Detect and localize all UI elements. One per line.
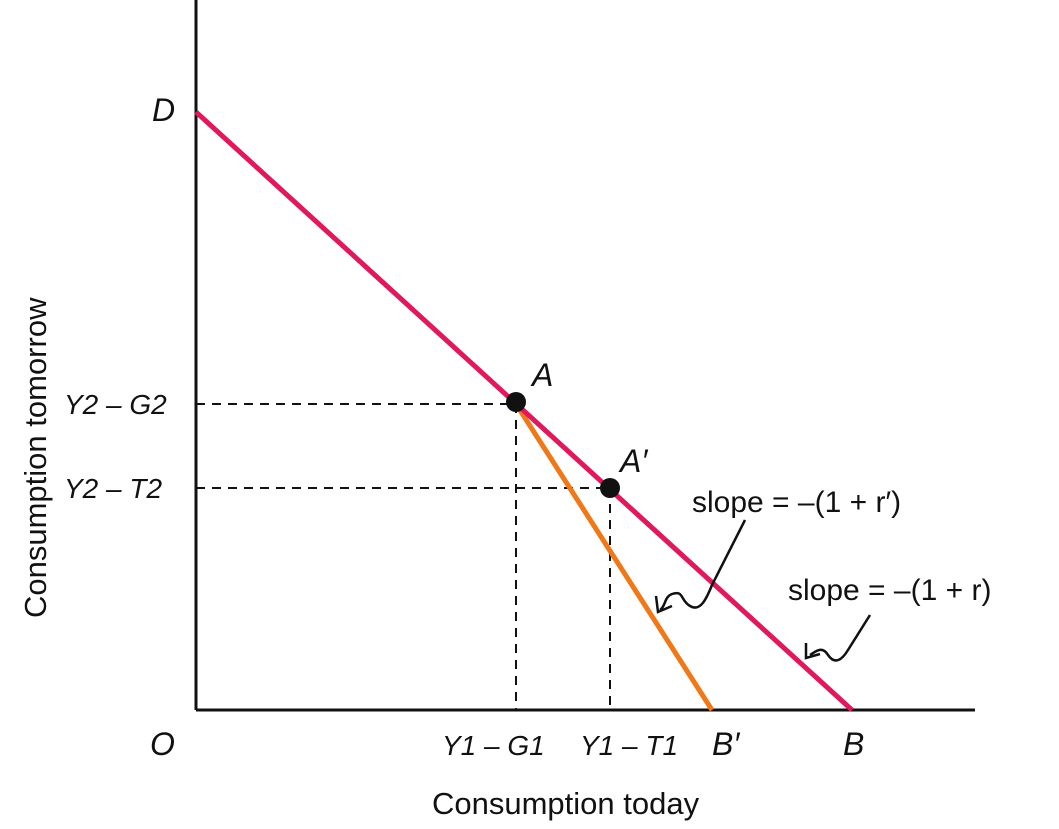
annotation-slope-r-prime: slope = –(1 + r′) [692, 486, 901, 519]
label-b: B [843, 726, 864, 762]
slope-r-prime-arrowhead [654, 595, 673, 614]
tick-y2-t2: Y2 – T2 [64, 473, 162, 504]
tick-y1-g1: Y1 – G1 [442, 730, 545, 761]
label-a-prime: A′ [618, 443, 648, 479]
budget-line-r-prime [513, 402, 715, 712]
slope-r-pointer [809, 614, 872, 662]
point-a-prime [600, 478, 620, 498]
label-d: D [152, 92, 175, 128]
slope-r-prime-pointer [659, 519, 747, 612]
budget-line-r [194, 110, 854, 712]
point-a [506, 392, 526, 412]
annotation-slope-r: slope = –(1 + r) [788, 574, 991, 607]
x-axis-title: Consumption today [432, 786, 700, 821]
tick-y2-g2: Y2 – G2 [64, 389, 167, 420]
label-origin: O [150, 726, 175, 762]
slope-r-arrowhead [804, 643, 821, 660]
tick-y1-t1: Y1 – T1 [580, 730, 678, 761]
label-b-prime: B′ [712, 726, 740, 762]
label-a: A [530, 357, 553, 393]
y-axis-title: Consumption tomorrow [18, 297, 53, 618]
